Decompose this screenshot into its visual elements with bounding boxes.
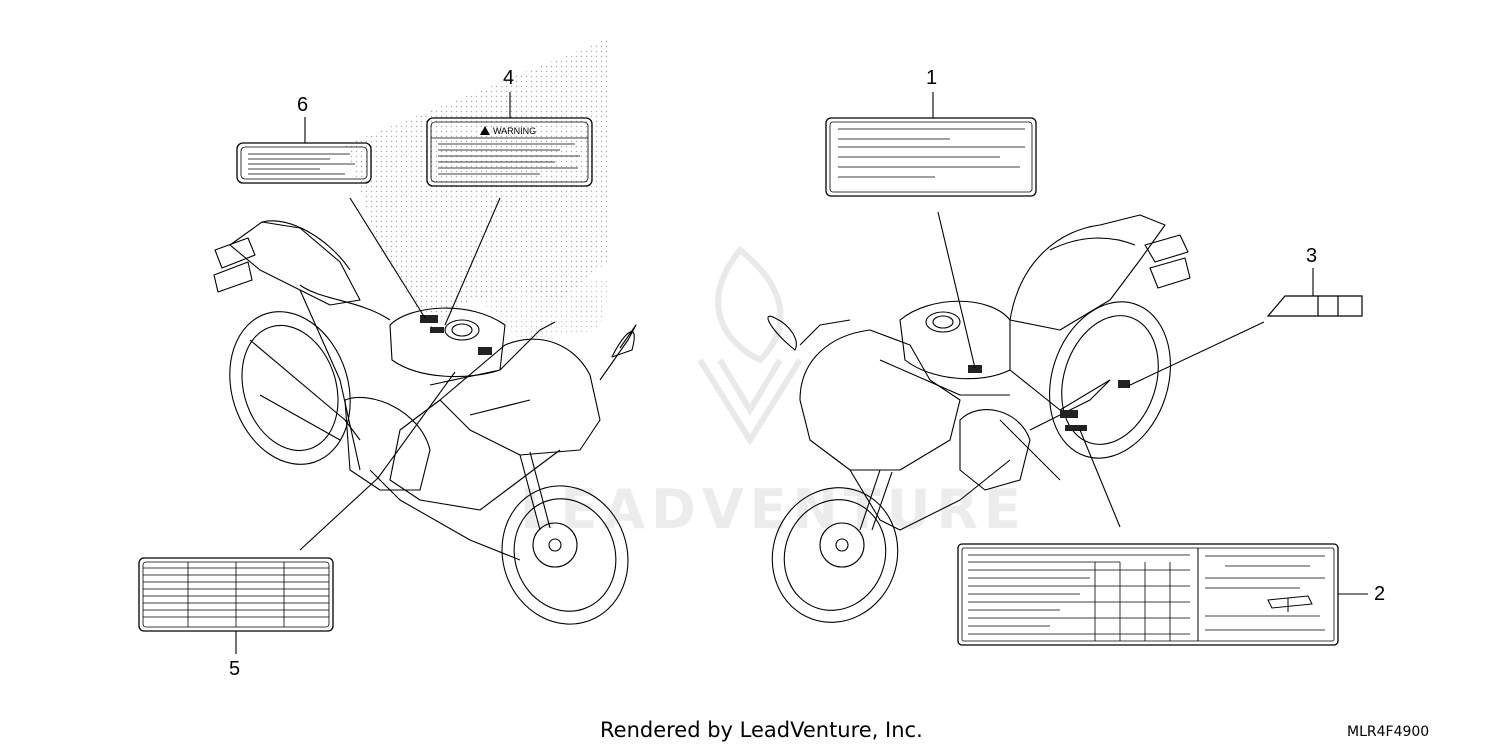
label-5-drawing bbox=[138, 557, 334, 632]
footer-credit: Rendered by LeadVenture, Inc. bbox=[600, 718, 923, 742]
warning-text: WARNING bbox=[493, 126, 536, 136]
label-1-drawing bbox=[825, 117, 1037, 197]
watermark-logo bbox=[697, 245, 803, 446]
diagram-code: MLR4F4900 bbox=[1347, 724, 1430, 740]
callout-6: 6 bbox=[297, 94, 309, 116]
stipple-shading bbox=[345, 38, 610, 330]
label-6-drawing bbox=[236, 142, 372, 184]
callout-2: 2 bbox=[1374, 583, 1386, 605]
left-motorcycle bbox=[213, 220, 637, 625]
watermark-text: LEADVENTURE bbox=[520, 478, 1027, 541]
label-3-drawing bbox=[1266, 295, 1363, 317]
callout-5: 5 bbox=[229, 658, 241, 680]
callout-1: 1 bbox=[926, 67, 938, 89]
callout-4: 4 bbox=[503, 67, 515, 89]
right-motorcycle bbox=[767, 214, 1191, 623]
leader-lines bbox=[235, 92, 1368, 654]
label-2-drawing bbox=[957, 543, 1339, 646]
callout-3: 3 bbox=[1306, 245, 1318, 267]
